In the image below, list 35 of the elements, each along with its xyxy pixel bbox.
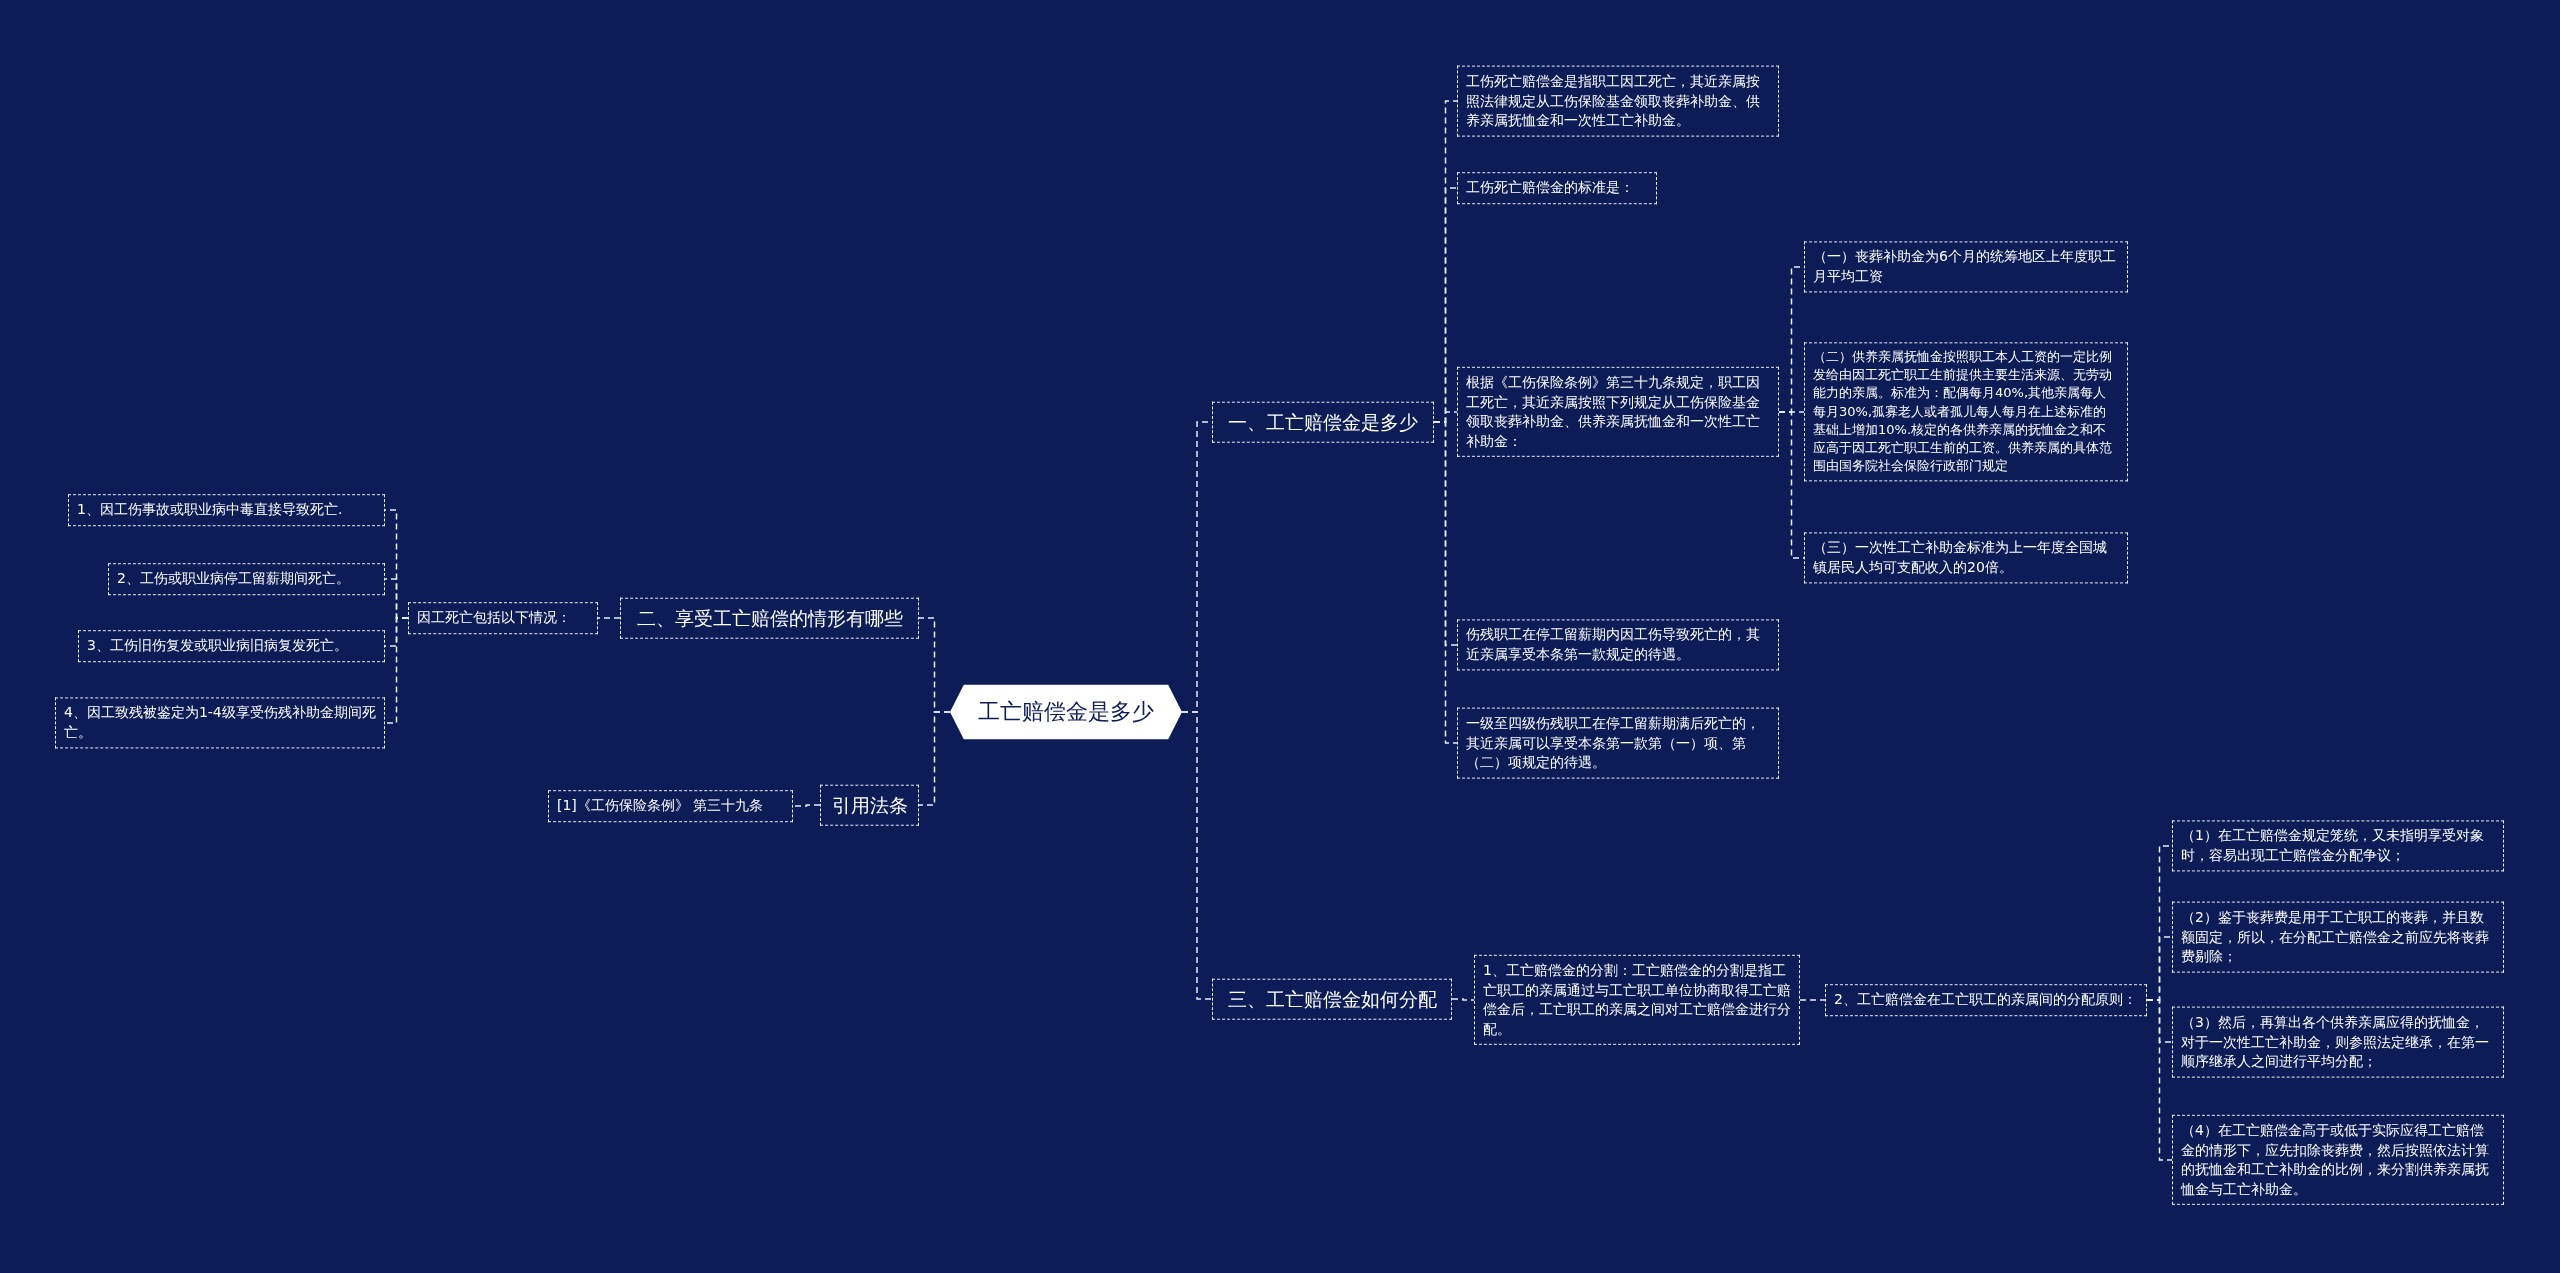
topic-box: （2）鉴于丧葬费是用于工亡职工的丧葬，并且数额固定，所以，在分配工亡赔偿金之前应先将丧葬费剔除； — [2172, 901, 2504, 973]
topic-box: [1]《工伤保险条例》 第三十九条 — [548, 790, 793, 822]
topic-box: （一）丧葬补助金为6个月的统筹地区上年度职工月平均工资 — [1804, 241, 2128, 293]
topic-box: 因工死亡包括以下情况： — [408, 602, 598, 634]
central-topic: 工亡赔偿金是多少 — [950, 684, 1182, 740]
topic-box: （二）供养亲属抚恤金按照职工本人工资的一定比例发给由因工死亡职工生前提供主要生活来源、无劳动能力的亲属。标准为：配偶每月40%,其他亲属每人每月30%,孤寡老人或者孤儿每人每月在上述标准的基础上增加10%.核定的各供养亲属的抚恤金之和不应高于因工死亡职工生前的工资。供养亲属的具体范围由国务院社会保险行政部门规定 — [1804, 342, 2128, 482]
topic-box: 1、因工伤事故或职业病中毒直接导致死亡. — [68, 494, 385, 526]
branch-topic: 三、工亡赔偿金如何分配 — [1212, 978, 1452, 1020]
connector-line — [792, 804, 821, 807]
topic-box: （三）一次性工亡补助金标准为上一年度全国城镇居民人均可支配收入的20倍。 — [1804, 532, 2128, 584]
topic-box: （4）在工亡赔偿金高于或低于实际应得工亡赔偿金的情形下，应先扣除丧葬费，然后按照依法计算的抚恤金和工亡补助金的比例，来分割供养亲属抚恤金与工亡补助金。 — [2172, 1114, 2504, 1206]
connector-line — [1799, 999, 1826, 1001]
connector-line — [918, 711, 951, 806]
connector-line — [384, 617, 409, 724]
connector-line — [2146, 999, 2173, 1161]
connector-line — [1451, 998, 1475, 1001]
connector-line — [1433, 421, 1458, 744]
topic-box: 4、因工致残被鉴定为1-4级享受伤残补助金期间死亡。 — [55, 697, 385, 749]
topic-box: 工伤死亡赔偿金是指职工因工死亡，其近亲属按照法律规定从工伤保险基金领取丧葬补助金、供养亲属抚恤金和一次性工亡补助金。 — [1457, 65, 1779, 137]
topic-box: 一级至四级伤残职工在停工留薪期满后死亡的，其近亲属可以享受本条第一款第（一）项、第（二）项规定的待遇。 — [1457, 707, 1779, 779]
topic-box: （3）然后，再算出各个供养亲属应得的抚恤金，对于一次性工亡补助金，则参照法定继承，在第一顺序继承人之间进行平均分配； — [2172, 1006, 2504, 1078]
topic-box: 2、工伤或职业病停工留薪期间死亡。 — [108, 563, 385, 595]
connector-line — [597, 617, 621, 619]
topic-box: 工伤死亡赔偿金的标准是： — [1457, 172, 1657, 204]
branch-topic: 一、工亡赔偿金是多少 — [1212, 401, 1434, 443]
topic-box: 1、工亡赔偿金的分割：工亡赔偿金的分割是指工亡职工的亲属通过与工亡职工单位协商取得工亡赔偿金后，工亡职工的亲属之间对工亡赔偿金进行分配。 — [1474, 954, 1800, 1046]
connector-line — [1181, 711, 1213, 1000]
topic-box: 根据《工伤保险条例》第三十九条规定，职工因工死亡，其近亲属按照下列规定从工伤保险基金领取丧葬补助金、供养亲属抚恤金和一次性工亡补助金： — [1457, 366, 1779, 458]
branch-topic: 二、享受工亡赔偿的情形有哪些 — [620, 597, 919, 639]
branch-topic: 引用法条 — [820, 784, 919, 826]
topic-box: 3、工伤旧伤复发或职业病旧病复发死亡。 — [78, 630, 385, 662]
topic-box: （1）在工亡赔偿金规定笼统，又未指明享受对象时，容易出现工亡赔偿金分配争议； — [2172, 820, 2504, 872]
topic-box: 2、工亡赔偿金在工亡职工的亲属间的分配原则： — [1825, 984, 2147, 1016]
topic-box: 伤残职工在停工留薪期内因工伤导致死亡的，其近亲属享受本条第一款规定的待遇。 — [1457, 619, 1779, 671]
connector-line — [1778, 411, 1805, 559]
